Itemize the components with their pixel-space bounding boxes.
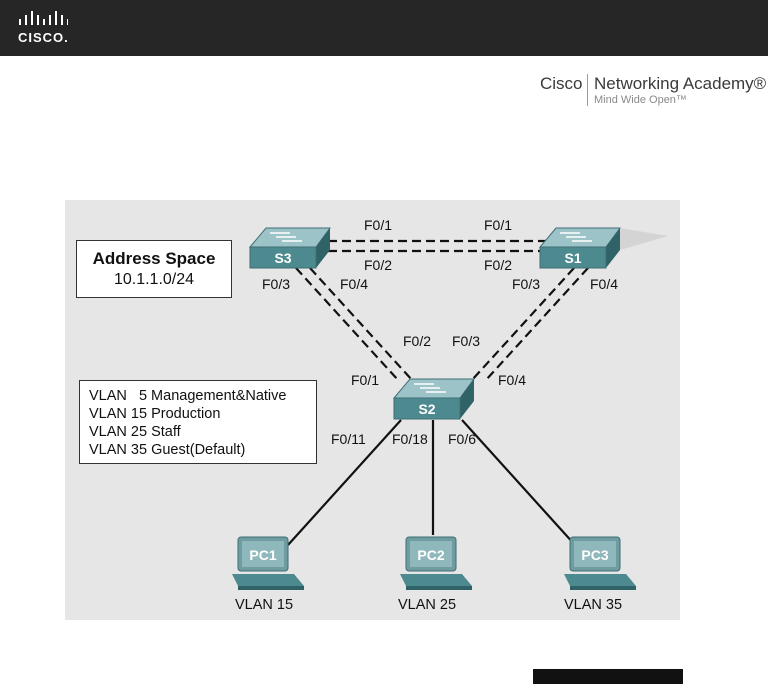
cisco-bridge-icon bbox=[19, 11, 68, 25]
cisco-wordmark: CISCO. bbox=[18, 30, 69, 45]
port-label: F0/1 bbox=[351, 372, 380, 388]
pc2-label: PC2 bbox=[417, 547, 444, 563]
link-s1-s2-f03 bbox=[471, 267, 575, 381]
cisco-logo: CISCO. bbox=[18, 10, 78, 46]
academy-brand: Cisco bbox=[540, 74, 583, 93]
pc3-icon[interactable]: PC3 bbox=[564, 536, 636, 590]
address-space-network: 10.1.1.0/24 bbox=[113, 271, 195, 288]
port-label: F0/4 bbox=[498, 372, 527, 388]
header-bar: CISCO. bbox=[0, 0, 768, 56]
port-label: F0/18 bbox=[392, 431, 428, 447]
port-label: F0/11 bbox=[331, 431, 366, 447]
vlan-legend-item: VLAN 25 Staff bbox=[89, 424, 181, 440]
academy-product: Networking Academy® bbox=[594, 74, 767, 93]
switch-s3-icon[interactable]: S3 bbox=[248, 227, 331, 269]
academy-divider bbox=[587, 74, 588, 106]
link-s2-pc3 bbox=[461, 419, 576, 546]
port-label: F0/2 bbox=[484, 257, 513, 273]
pc3-vlan-label: VLAN 35 bbox=[564, 597, 623, 613]
vlan-legend-box: VLAN 5 Management&Native VLAN 15 Product… bbox=[79, 380, 317, 464]
academy-tagline: Mind Wide Open™ bbox=[594, 94, 687, 106]
vlan-legend-item: VLAN 5 Management&Native bbox=[89, 388, 287, 404]
port-label: F0/3 bbox=[262, 276, 291, 292]
pc3-label: PC3 bbox=[581, 547, 608, 563]
link-s3-s2-f03 bbox=[295, 267, 399, 381]
footer-bar bbox=[533, 669, 683, 684]
port-label: F0/6 bbox=[448, 431, 477, 447]
switch-s1-label: S1 bbox=[564, 250, 581, 266]
switch-s1-icon[interactable]: S1 bbox=[538, 227, 668, 269]
port-label: F0/1 bbox=[364, 217, 393, 233]
pc2-icon[interactable]: PC2 bbox=[400, 536, 472, 590]
vlan-legend-item: VLAN 15 Production bbox=[89, 406, 221, 422]
link-s1-s2-f04 bbox=[485, 267, 589, 381]
vlan-legend-item: VLAN 35 Guest(Default) bbox=[89, 442, 246, 458]
port-label: F0/4 bbox=[340, 276, 369, 292]
link-s3-s2-f04 bbox=[309, 267, 413, 381]
address-space-title: Address Space bbox=[92, 249, 216, 268]
link-s2-pc1 bbox=[287, 419, 402, 546]
port-label: F0/3 bbox=[452, 333, 481, 349]
pc2-vlan-label: VLAN 25 bbox=[398, 597, 457, 613]
port-label: F0/1 bbox=[484, 217, 513, 233]
pc1-label: PC1 bbox=[249, 547, 276, 563]
pc1-icon[interactable]: PC1 bbox=[232, 536, 304, 590]
port-label: F0/3 bbox=[512, 276, 541, 292]
academy-logo: Cisco Networking Academy® Mind Wide Open… bbox=[540, 72, 768, 112]
port-label: F0/2 bbox=[364, 257, 393, 273]
pc1-vlan-label: VLAN 15 bbox=[235, 597, 294, 613]
port-label: F0/4 bbox=[590, 276, 619, 292]
port-label: F0/2 bbox=[403, 333, 432, 349]
switch-s2-label: S2 bbox=[418, 401, 435, 417]
switch-s2-icon[interactable]: S2 bbox=[392, 378, 475, 420]
address-space-box: Address Space 10.1.1.0/24 bbox=[76, 240, 232, 298]
switch-s3-label: S3 bbox=[274, 250, 291, 266]
